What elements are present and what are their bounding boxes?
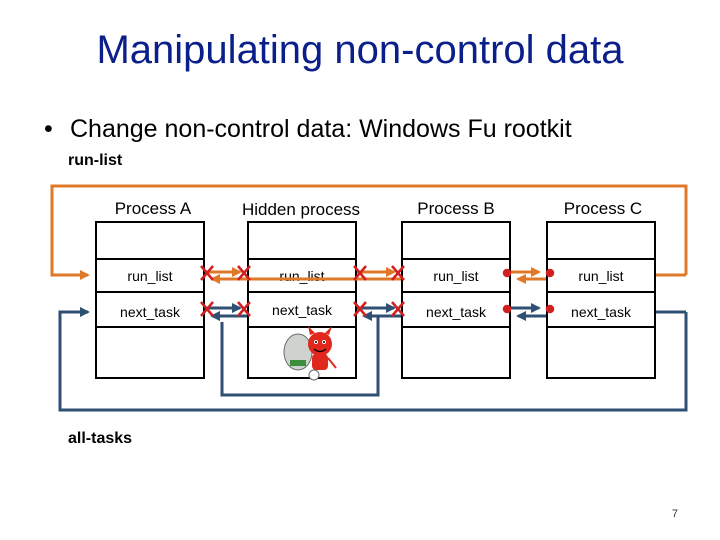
hidden-process-box	[247, 221, 357, 379]
process-a-name: Process A	[114, 199, 192, 218]
bullet-item: • Change non-control data: Windows Fu roo…	[44, 115, 572, 144]
devil-mascot-icon	[283, 326, 337, 381]
hidden-process-next-task-field: next_task	[272, 302, 332, 318]
hidden-process-name: Hidden process	[241, 200, 361, 219]
all-tasks-detour	[220, 316, 380, 397]
process-c-box	[546, 221, 656, 379]
bullet-text: Change non-control data: Windows Fu root…	[70, 115, 572, 143]
all-tasks-label: all-tasks	[68, 430, 133, 447]
process-a-box	[95, 221, 205, 379]
process-c-name: Process C	[563, 199, 643, 218]
process-a-run-list-field: run_list	[127, 268, 173, 284]
process-b-run-list-field: run_list	[433, 268, 479, 284]
process-b-next-task-field: next_task	[426, 304, 486, 320]
process-b-name: Process B	[417, 199, 495, 218]
bullet-dot-icon: •	[44, 115, 53, 143]
slide-title: Manipulating non-control data	[96, 28, 624, 72]
run-list-label: run-list	[68, 152, 123, 169]
process-c-run-list-field: run_list	[578, 268, 624, 284]
page-number: 7	[671, 508, 678, 520]
broken-link-markers	[200, 265, 555, 317]
box-dividers	[95, 258, 656, 328]
process-b-box	[401, 221, 511, 379]
all-tasks-loop-arrow	[58, 307, 688, 412]
process-c-next-task-field: next_task	[571, 304, 631, 320]
process-a-next-task-field: next_task	[120, 304, 180, 320]
run-list-loop-arrow	[50, 184, 688, 280]
